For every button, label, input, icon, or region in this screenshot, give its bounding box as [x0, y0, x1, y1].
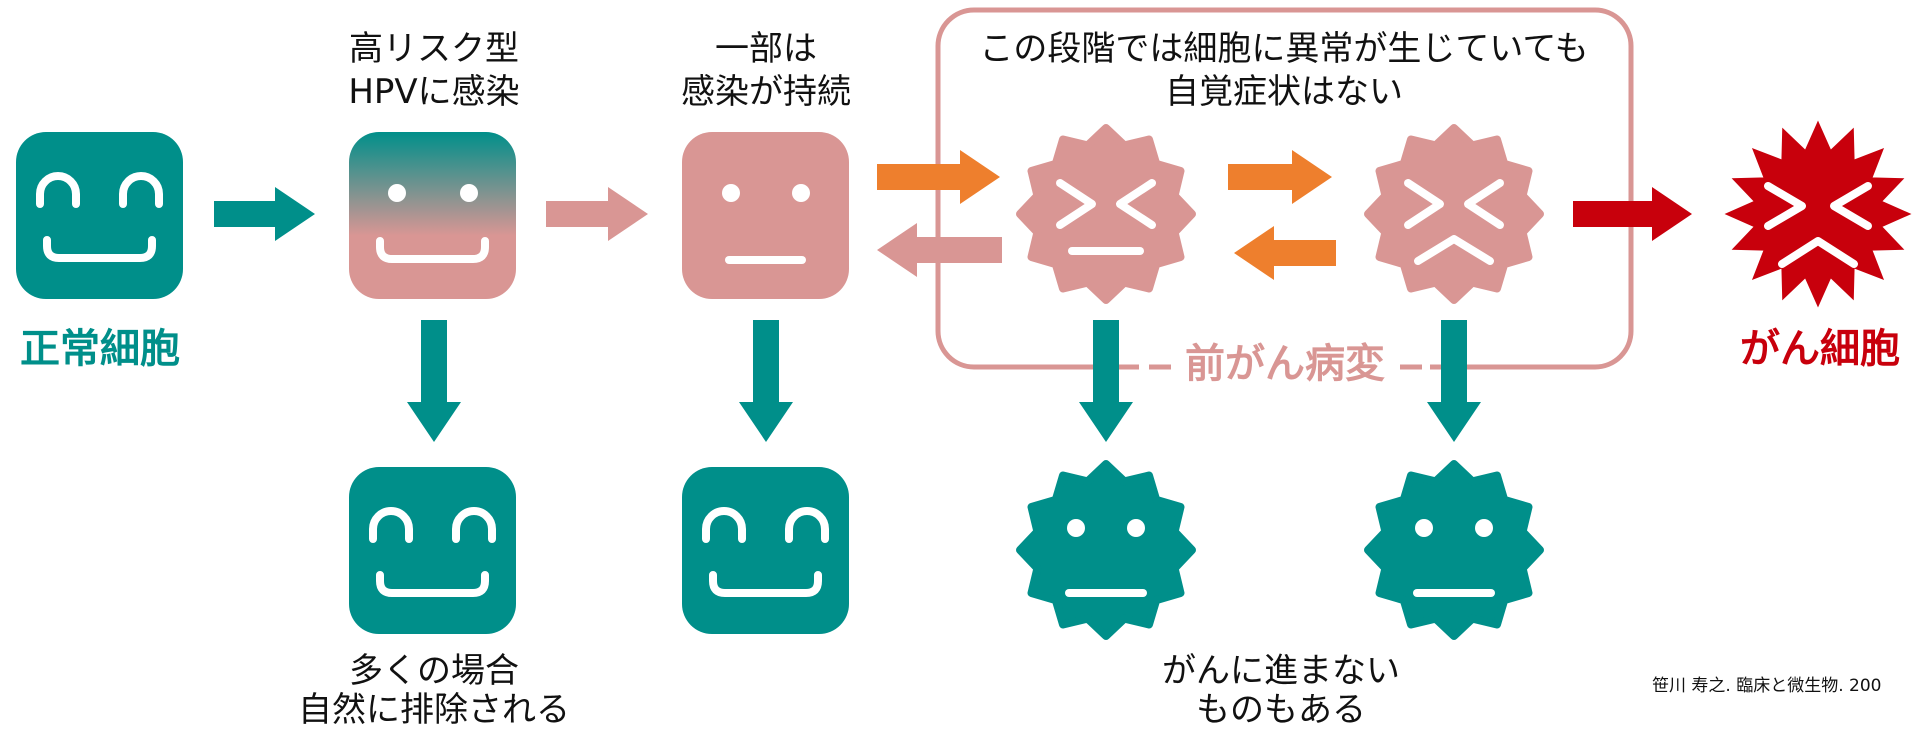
persistence-caption-line-2: 感染が持続: [681, 72, 851, 112]
citation: 笹川 寿之. 臨床と微生物. 200: [1652, 676, 1881, 696]
face-background: [682, 467, 849, 634]
arrow-infection-to-cleared: [407, 320, 461, 442]
cleared-caption-line-1: 多くの場合: [349, 651, 519, 691]
cancer-cell-label: がん細胞: [1740, 326, 1900, 372]
precancer-stage-frame: [935, 7, 1634, 370]
right-eye: [452, 507, 496, 543]
left-eye: [722, 184, 740, 202]
arrow-precancer-to-persistence: [877, 223, 1002, 277]
regressed-star-face-1-icon: [1016, 460, 1196, 640]
not-progressing-caption-line-2: ものもある: [1196, 690, 1366, 730]
precancer-note-line-1: この段階では細胞に異常が生じていても: [979, 29, 1588, 69]
face-background: [349, 132, 516, 299]
regressed-star-face-2-icon: [1364, 460, 1544, 640]
precancer-label: 前がん病変: [1185, 341, 1385, 387]
left-eye: [1056, 179, 1096, 229]
cleared-after-persistence-face-icon: [682, 467, 849, 634]
left-eye: [1415, 519, 1433, 537]
star-background: [1364, 460, 1544, 640]
right-eye: [460, 184, 478, 202]
persistent-infection-face-icon: [682, 132, 849, 299]
right-eye: [1116, 179, 1156, 229]
mouth: [43, 236, 156, 262]
right-eye: [1830, 182, 1872, 230]
left-eye: [1764, 182, 1806, 230]
normal-cell-face-icon: [16, 132, 183, 299]
face-background: [349, 467, 516, 634]
mouth: [1414, 235, 1494, 265]
arrow-precancer-2-to-1: [1234, 226, 1336, 280]
arrow-precancer-1-to-regress: [1079, 320, 1133, 442]
persistence-caption-line-1: 一部は: [715, 29, 817, 69]
right-eye: [785, 507, 829, 543]
normal-cell-label: 正常細胞: [20, 326, 180, 372]
star-background: [1016, 124, 1196, 304]
arrow-precancer-to-cancer: [1573, 187, 1692, 241]
right-eye: [1475, 519, 1493, 537]
star-background: [1724, 120, 1912, 308]
right-eye: [792, 184, 810, 202]
face-background: [16, 132, 183, 299]
precancer-star-face-1-icon: [1016, 124, 1196, 304]
mouth: [1778, 237, 1858, 268]
arrow-persistence-to-cleared: [739, 320, 793, 442]
cancer-cell-face-icon: [1724, 120, 1912, 308]
star-background: [1364, 124, 1544, 304]
right-eye: [119, 172, 163, 208]
left-eye: [388, 184, 406, 202]
arrow-precancer-2-to-regress: [1427, 320, 1481, 442]
mouth: [376, 237, 489, 263]
right-eye: [1464, 179, 1504, 229]
right-eye: [1127, 519, 1145, 537]
mouth: [376, 571, 489, 597]
infected-cell-face-icon: [349, 132, 516, 299]
arrow-normal-to-infection: [214, 187, 315, 241]
not-progressing-caption-line-1: がんに進まない: [1162, 651, 1400, 691]
precancer-note-line-2: 自覚症状はない: [1165, 72, 1403, 112]
cleared-cell-face-icon: [349, 467, 516, 634]
infection-caption-line-1: 高リスク型: [349, 29, 519, 69]
arrow-precancer-1-to-2: [1228, 150, 1332, 204]
left-eye: [1404, 179, 1444, 229]
precancer-star-face-2-icon: [1364, 124, 1544, 304]
star-background: [1016, 460, 1196, 640]
arrow-persistence-to-precancer: [877, 150, 1000, 204]
left-eye: [36, 172, 80, 208]
cleared-caption-line-2: 自然に排除される: [298, 690, 570, 730]
face-background: [682, 132, 849, 299]
infection-caption-line-2: HPVに感染: [348, 72, 519, 112]
mouth: [709, 571, 822, 597]
left-eye: [702, 507, 746, 543]
left-eye: [1067, 519, 1085, 537]
arrow-infection-to-persistence: [546, 187, 648, 241]
left-eye: [369, 507, 413, 543]
